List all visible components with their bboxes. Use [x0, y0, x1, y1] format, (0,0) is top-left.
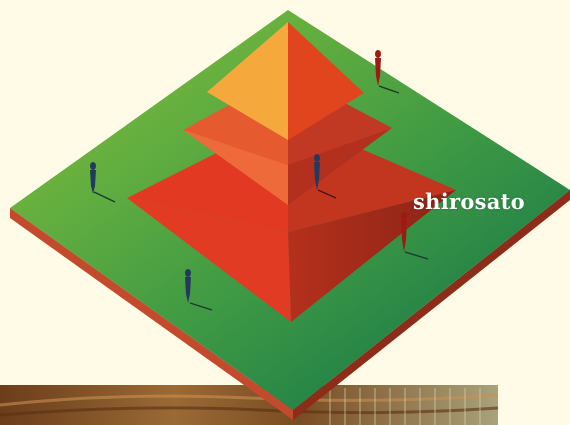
background-photo: [0, 385, 498, 425]
brand-label: shirosato: [413, 189, 525, 214]
